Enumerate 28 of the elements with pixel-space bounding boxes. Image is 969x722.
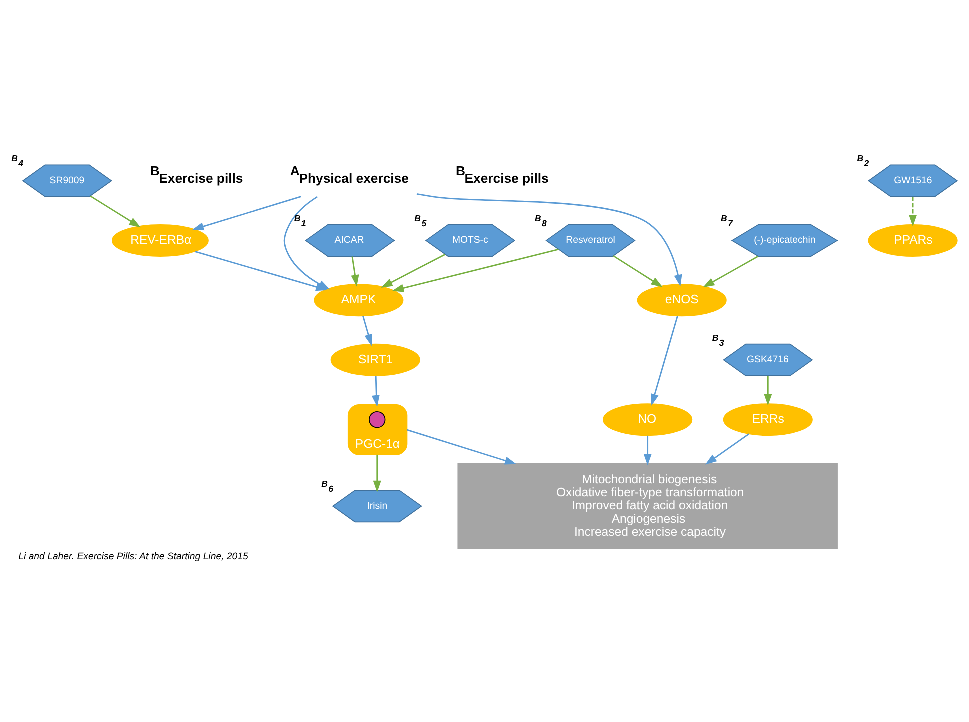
node-ellipse: PPARs xyxy=(868,224,958,257)
arrow xyxy=(194,251,328,292)
node-ellipse: NO xyxy=(603,404,693,436)
arrow xyxy=(705,434,750,465)
arrow xyxy=(373,454,382,492)
node-ellipse: eNOS xyxy=(637,284,727,317)
arrow xyxy=(613,255,663,288)
arrow xyxy=(651,316,678,406)
arrow xyxy=(416,194,682,287)
arrow xyxy=(192,196,302,231)
node-ellipse: ERRs xyxy=(723,404,813,436)
arrow xyxy=(381,254,446,288)
arrow xyxy=(407,429,517,465)
arrow xyxy=(764,376,772,406)
node-ellipse: SIRT1 xyxy=(330,344,420,376)
cluster: PGC-1α xyxy=(348,404,408,456)
caption: Li and Laher. Exercise Pills: At the Starting Line, 2015 xyxy=(18,551,248,562)
node-ellipse: REV-ERBα xyxy=(112,224,209,257)
arrow xyxy=(908,197,918,227)
arrow xyxy=(362,316,373,346)
arrow xyxy=(372,376,380,408)
node-circle xyxy=(369,412,386,428)
arrow xyxy=(392,248,559,292)
arrow xyxy=(90,196,141,228)
arrow xyxy=(703,256,759,288)
node-box: Mitochondrial biogenesis Oxidative fiber-type transformation Improved fatty acid oxidation Angiogenesis Increased exercise capacity xyxy=(458,463,838,550)
arrow xyxy=(644,436,652,466)
arrow xyxy=(351,256,360,287)
